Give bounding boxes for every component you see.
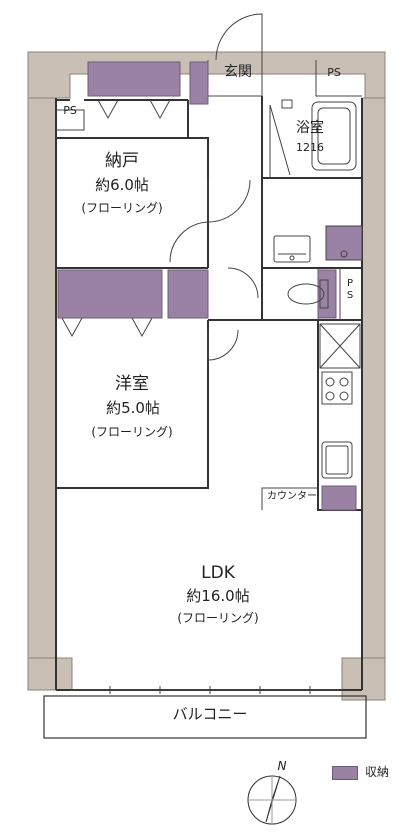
western-room-floor: (フローリング): [91, 425, 173, 439]
legend-storage-swatch: [332, 766, 358, 780]
legend-storage-label: 収納: [364, 765, 389, 779]
ps-top-right-label: PS: [327, 66, 341, 79]
storage-room-name: 納戸: [105, 151, 139, 171]
ldk-floor: (フローリング): [177, 611, 259, 625]
western-room-size: 約5.0帖: [106, 399, 160, 417]
kitchen-fixtures: [319, 323, 361, 479]
western-room-name: 洋室: [115, 374, 149, 394]
counter-label: カウンター: [267, 491, 317, 502]
balcony-label: バルコニー: [172, 705, 248, 723]
storage-room-floor: (フローリング): [81, 201, 163, 215]
ldk-name: LDK: [201, 563, 235, 583]
bath-size: 1216: [296, 141, 324, 154]
bath-name: 浴室: [296, 120, 324, 136]
ps-toilet-label: P S: [346, 278, 354, 301]
storage-blocks: [57, 61, 363, 511]
balcony-outline: [43, 695, 367, 739]
ldk-size: 約16.0帖: [186, 587, 250, 605]
north-label: N: [277, 759, 287, 773]
compass-icon: [247, 775, 297, 825]
toilet: [287, 279, 329, 309]
bath-fixtures: [273, 99, 363, 263]
closet-doors: [61, 99, 171, 338]
thin-lines: [56, 60, 362, 694]
door-swings: [169, 13, 291, 361]
entrance-label: 玄関: [224, 64, 252, 80]
ps-left-label: PS: [63, 104, 77, 117]
storage-room-size: 約6.0帖: [95, 176, 149, 194]
